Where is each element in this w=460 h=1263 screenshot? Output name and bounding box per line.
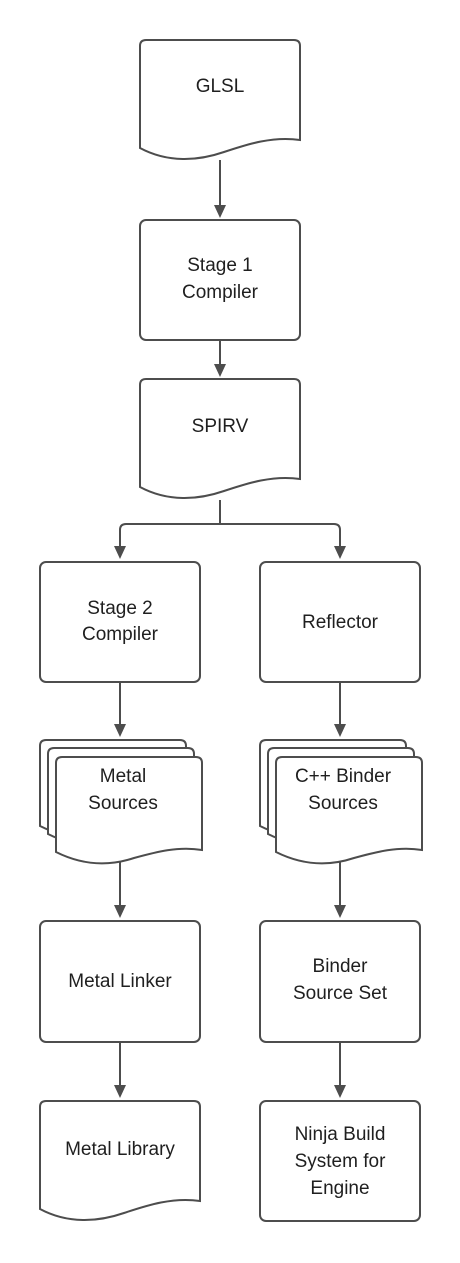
node-binder-source-set: Binder Source Set [259,920,421,1043]
node-label: GLSL [196,76,245,97]
node-stage1-compiler: Stage 1 Compiler [139,219,301,341]
node-metal-sources: Metal Sources [39,739,203,865]
process-shape [259,920,421,1043]
node-label-line2: System for [295,1151,386,1172]
node-label: Metal Library [65,1139,175,1160]
node-label-line1: C++ Binder [295,766,392,787]
arrowhead-binder-set-to-ninja [334,1085,346,1098]
node-reflector: Reflector [259,561,421,683]
document-shape [139,39,301,160]
process-shape [259,561,421,683]
arrowhead-split-left [114,546,126,559]
arrowhead-reflector-to-cpp-binder [334,724,346,737]
node-label-line1: Stage 1 [187,255,253,276]
arrowhead-linker-to-library [114,1085,126,1098]
node-metal-library: Metal Library [39,1100,201,1221]
process-shape [39,920,201,1043]
node-label-line2: Compiler [182,282,259,303]
arrowhead-cpp-binder-to-binder-set [334,905,346,918]
arrowhead-stage1-to-spirv [214,364,226,377]
node-label-line2: Sources [88,793,158,814]
node-label-line1: Stage 2 [87,598,153,619]
node-label-line2: Source Set [293,983,388,1004]
edge-split-right [220,523,341,546]
process-shape [259,1100,421,1222]
connectors [114,160,346,1098]
process-shape [39,561,201,683]
arrowhead-split-right [334,546,346,559]
node-ninja-build-system: Ninja Build System for Engine [259,1100,421,1222]
node-label-line2: Sources [308,793,378,814]
node-spirv: SPIRV [139,378,301,499]
document-shape [39,1100,201,1221]
node-label: Reflector [302,612,379,633]
node-metal-linker: Metal Linker [39,920,201,1043]
arrowhead-metal-sources-to-linker [114,905,126,918]
node-glsl: GLSL [139,39,301,160]
node-cpp-binder-sources: C++ Binder Sources [259,739,423,865]
node-label-line1: Binder [313,956,369,977]
document-shape [139,378,301,499]
document-shape [55,756,203,865]
arrowhead-glsl-to-stage1 [214,205,226,218]
arrowhead-stage2-to-metal-sources [114,724,126,737]
node-label-line2: Compiler [82,624,159,645]
document-shape [275,756,423,865]
node-label: Metal Linker [68,971,172,992]
node-stage2-compiler: Stage 2 Compiler [39,561,201,683]
node-label-line1: Metal [100,766,146,787]
node-label: SPIRV [192,416,249,437]
process-shape [139,219,301,341]
node-label-line1: Ninja Build [295,1124,386,1145]
edge-split-left [119,523,220,546]
node-label-line3: Engine [310,1178,369,1199]
